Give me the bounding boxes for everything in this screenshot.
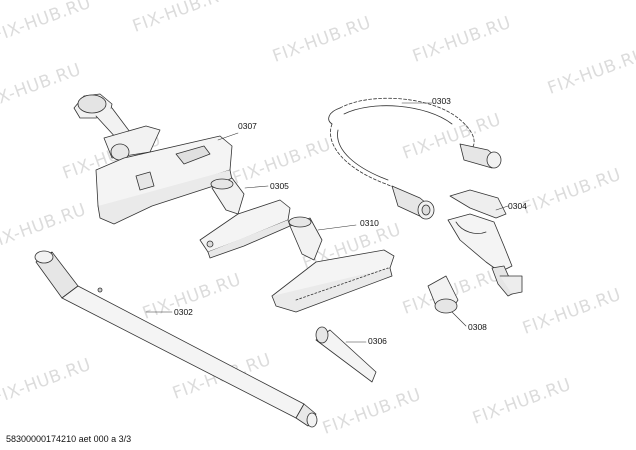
part-label-0310: 0310: [360, 218, 379, 228]
document-footer: 58300000174210 aet 000 a 3/3: [6, 434, 132, 444]
part-label-0304: 0304: [508, 201, 527, 211]
clip-0308: [427, 275, 459, 314]
parquet-nozzle-0310: [271, 216, 395, 313]
hose-handle-0304: [447, 189, 523, 297]
part-label-0303: 0303: [432, 96, 451, 106]
leader-lines: [145, 102, 509, 343]
part-label-0307: 0307: [238, 121, 257, 131]
flexible-hose-0303: [328, 97, 502, 220]
part-label-0308: 0308: [468, 322, 487, 332]
part-label-0305: 0305: [270, 181, 289, 191]
floor-nozzle-0307: [73, 93, 233, 225]
crevice-tool-0306: [315, 326, 377, 383]
part-label-0306: 0306: [368, 336, 387, 346]
extension-tube-0302: [34, 250, 318, 428]
upholstery-nozzle-0305: [199, 177, 291, 259]
part-label-0302: 0302: [174, 307, 193, 317]
